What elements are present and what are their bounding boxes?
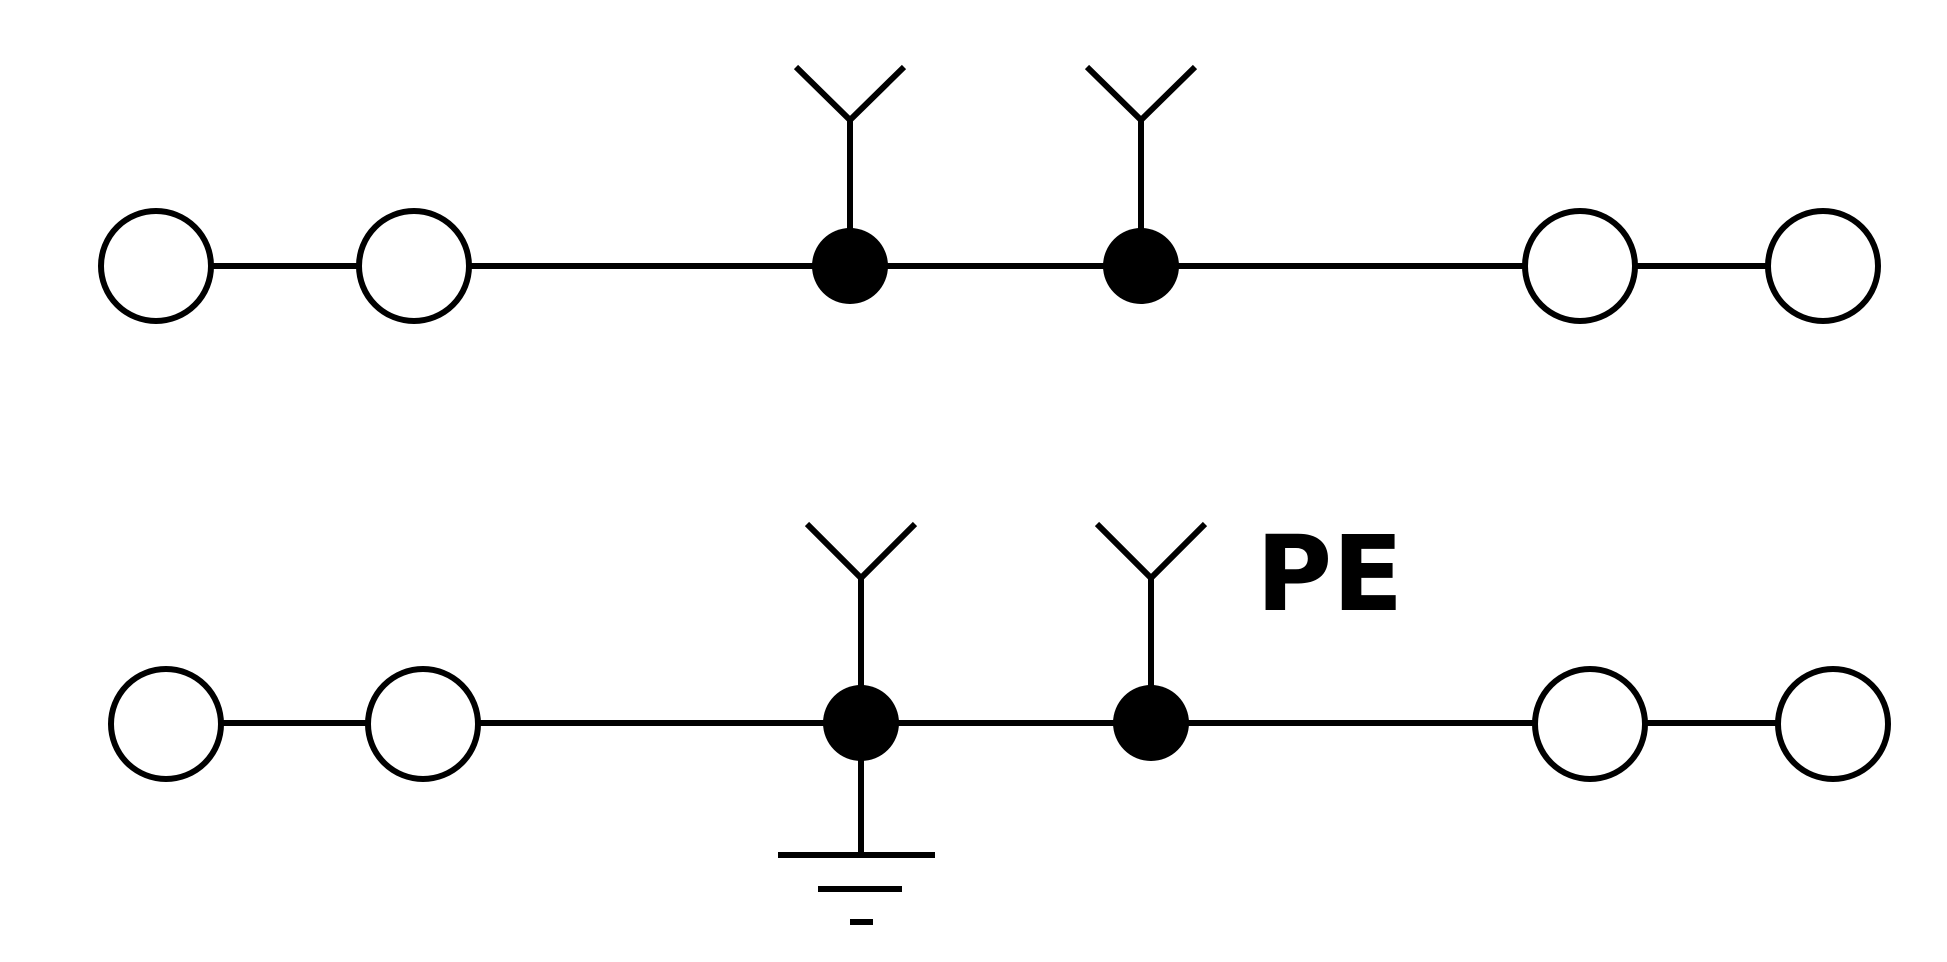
bottom-junction-dot-2 [1113,685,1189,761]
top-terminal-2 [356,208,472,324]
top-row [98,64,1881,324]
ground-icon [778,852,935,925]
plug-socket-icon [1084,64,1198,125]
bottom-junction-2 [1094,521,1208,761]
top-junction-2 [1084,64,1198,304]
bottom-junction-1 [804,521,918,855]
bottom-terminal-1 [108,666,224,782]
bottom-terminal-4 [1775,666,1891,782]
top-junction-dot-1 [812,228,888,304]
top-junction-1 [793,64,907,304]
plug-socket-icon [1094,521,1208,583]
bottom-terminal-2 [365,666,481,782]
bottom-junction-dot-1 [823,685,899,761]
bottom-row: PE [108,513,1891,925]
plug-socket-icon [804,521,918,583]
plug-socket-icon [793,64,907,125]
top-terminal-1 [98,208,214,324]
pe-label: PE [1256,513,1403,635]
top-junction-dot-2 [1103,228,1179,304]
bottom-terminal-3 [1532,666,1648,782]
top-terminal-4 [1765,208,1881,324]
top-terminal-3 [1522,208,1638,324]
